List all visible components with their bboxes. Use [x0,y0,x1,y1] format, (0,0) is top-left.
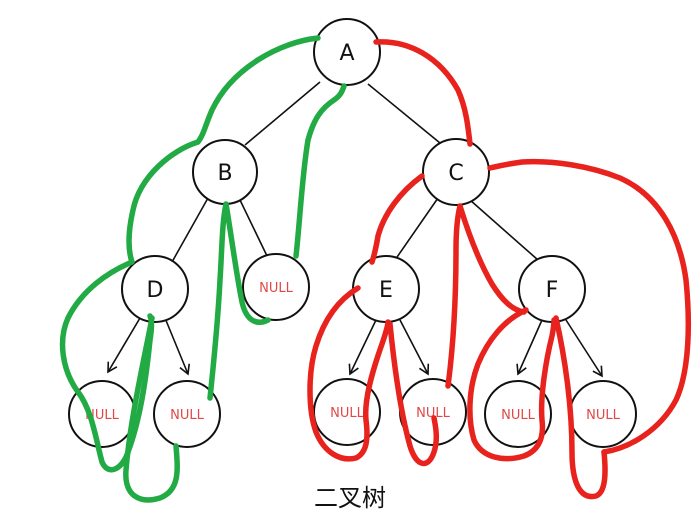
red-trace-f-left [467,307,557,462]
node-a: A [313,18,381,86]
edge-d-null-left [107,317,141,374]
node-null-e-right-label: NULL [416,406,450,421]
edge-c-e [394,197,439,261]
node-a-label: A [339,41,354,66]
node-null-f-right: NULL [569,380,637,448]
node-null-d-right: NULL [153,380,221,448]
node-null-e-left: NULL [313,378,381,446]
red-trace-f-right [553,315,608,500]
node-null-f-left-circle [484,380,552,448]
edge-b-d [171,197,209,263]
edge-f-null-left [516,319,543,376]
node-d: D [121,255,189,323]
node-c-label: C [448,161,463,186]
red-trace-c-left [369,173,425,265]
node-e-label: E [379,278,393,303]
red-trace-a-to-c [373,39,473,147]
node-null-d-right-label: NULL [170,408,204,423]
node-null-d-right-circle [153,380,221,448]
red-trace-e-right [387,321,440,467]
node-b: B [192,139,258,205]
node-d-label: D [147,278,164,303]
node-d-circle [121,255,189,323]
green-trace-outer [59,35,321,473]
node-null-f-left-label: NULL [501,408,535,423]
node-f: F [518,255,586,323]
green-traversal-trace [59,35,347,503]
red-trace-e-left [307,285,391,462]
edge-c-f [469,199,539,261]
diagram-caption: 二叉树 [314,484,386,512]
node-b-label: B [217,161,232,186]
node-null-b-right-label: NULL [259,281,293,296]
node-f-label: F [546,278,559,303]
green-trace-b-down [207,201,271,401]
red-trace-outer-return [487,158,692,455]
node-null-d-left: NULL [68,380,136,448]
edge-e-null-right [399,319,430,376]
red-trace-c-down [445,203,527,389]
edge-b-null [239,199,269,259]
edge-f-null-right [565,319,603,378]
red-traversal-trace [307,39,692,500]
green-trace-return-a [293,83,347,259]
green-trace-d-right [123,315,180,503]
node-null-b-right-circle [242,253,310,321]
node-a-circle [313,18,381,86]
tree-edges [107,81,603,378]
edge-a-c [367,83,441,144]
node-c: C [422,138,490,206]
node-null-e-left-label: NULL [330,406,364,421]
node-e: E [352,255,420,323]
edge-d-null-right [164,317,191,376]
node-c-circle [422,138,490,206]
edge-a-b [244,81,321,146]
edge-e-null-left [348,319,377,376]
node-null-f-left: NULL [484,380,552,448]
node-null-f-right-label: NULL [586,408,620,423]
node-null-b-right: NULL [242,253,310,321]
